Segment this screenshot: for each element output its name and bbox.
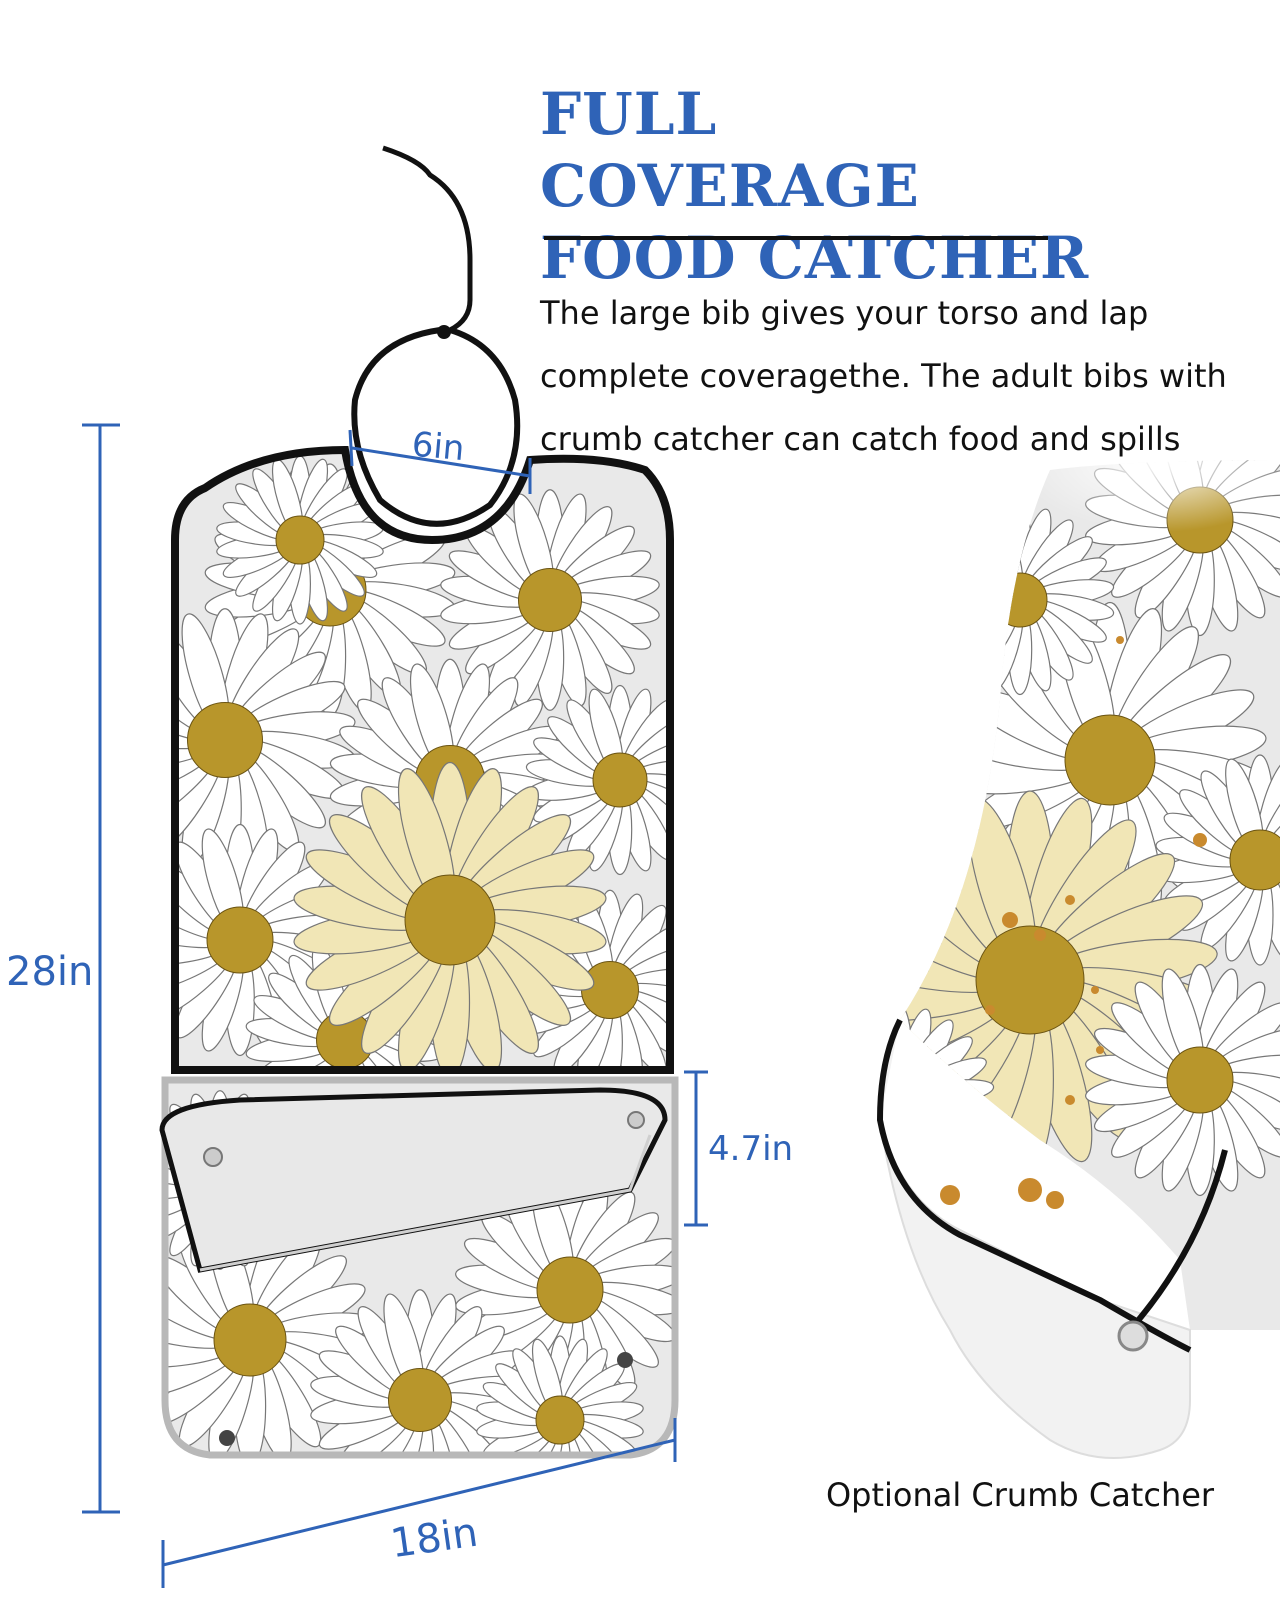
pocket-depth-label: 4.7in [708,1129,793,1169]
description-line-3: crumb catcher can catch food and spills [540,420,1181,458]
headline-line-1: FULL COVERAGE [540,80,920,220]
daisy-flower-icon [440,489,660,711]
height-label: 28in [6,949,93,995]
crumb-pocket [159,1087,668,1273]
daisy-flower-icon [1085,963,1280,1197]
headline-line-2: FOOD CATCHER [540,224,1090,292]
bib-body [159,445,679,1459]
description-line-2: complete coveragethe. The adult bibs wit… [540,357,1227,395]
snap-button-icon [1117,1320,1149,1352]
daisy-flower-icon [1155,754,1280,966]
headline: FULL COVERAGE FOOD CATCHER [540,78,1100,294]
snap-button-icon [219,1430,235,1446]
daisy-flower-icon [165,1213,376,1455]
neck-width-label: 6in [410,425,466,469]
snap-button-icon [627,1111,645,1129]
neck-strap [351,145,521,527]
dimension-lines [82,423,708,1588]
snap-button-icon [203,1147,223,1167]
daisy-flower-icon [293,761,607,1070]
description-line-1: The large bib gives your torso and lap [540,294,1149,332]
daisy-flower-icon [175,608,356,872]
description: The large bib gives your torso and lap c… [540,282,1280,471]
daisy-flower-icon [476,1335,644,1455]
snap-button-icon [617,1352,633,1368]
daisy-flower-icon [310,1289,530,1455]
crumb-catcher-caption: Optional Crumb Catcher [825,1476,1215,1514]
crumbs [940,636,1207,1209]
crumb-catcher-closeup [876,460,1280,1459]
width-label: 18in [388,1510,481,1568]
headline-divider [544,236,1048,240]
daisy-flower-icon [216,455,384,625]
daisy-flower-icon [525,684,670,876]
